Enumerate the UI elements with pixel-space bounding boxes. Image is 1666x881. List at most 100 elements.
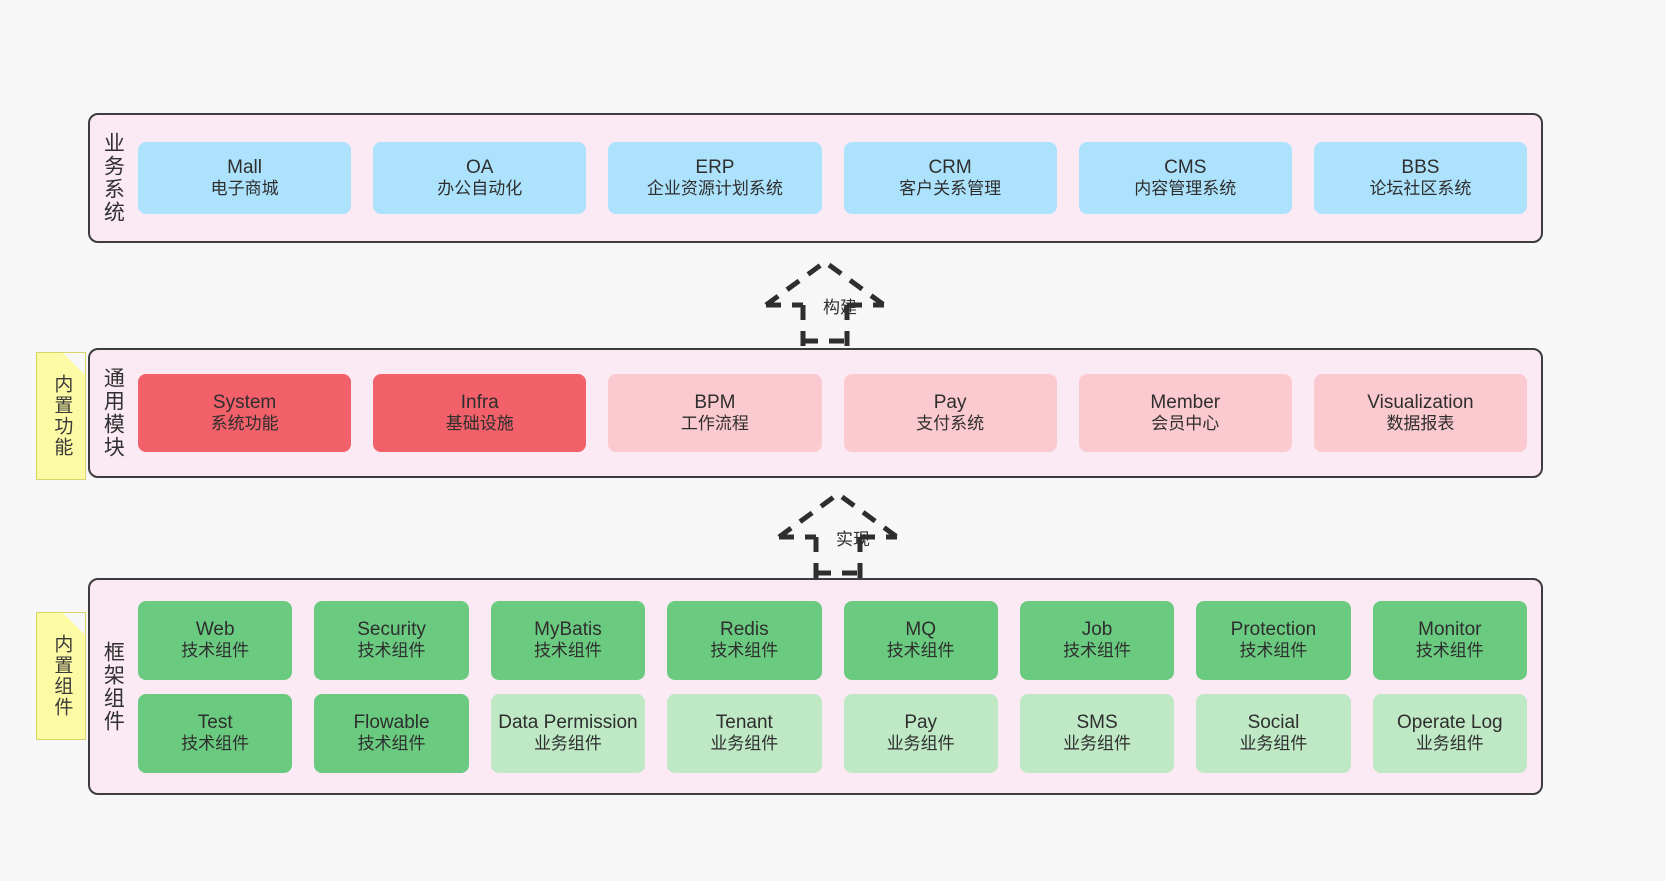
card-title: CMS xyxy=(1164,157,1207,179)
card-title: Redis xyxy=(720,619,769,641)
card-subtitle: 业务组件 xyxy=(886,734,955,754)
generalization-arrow-icon xyxy=(777,490,899,579)
card-subtitle: 业务组件 xyxy=(533,734,602,754)
layer-body-common-module: System 系统功能 Infra 基础设施 BPM 工作流程 Pay 支付系统… xyxy=(134,350,1541,476)
card-subtitle: 技术组件 xyxy=(1415,641,1484,661)
card-title: MQ xyxy=(905,619,936,641)
card-infra[interactable]: Infra 基础设施 xyxy=(373,374,587,452)
card-web[interactable]: Web 技术组件 xyxy=(138,600,293,680)
card-subtitle: 技术组件 xyxy=(1063,641,1132,661)
card-flowable[interactable]: Flowable 技术组件 xyxy=(314,693,469,773)
card-subtitle: 技术组件 xyxy=(357,641,426,661)
card-system[interactable]: System 系统功能 xyxy=(138,374,352,452)
card-title: Pay xyxy=(933,392,967,414)
layer-title-common-module: 通用模块 xyxy=(101,367,125,459)
card-subtitle: 业务组件 xyxy=(1063,734,1132,754)
note-builtin-component: 内置组件 xyxy=(36,612,86,740)
card-subtitle: 论坛社区系统 xyxy=(1369,179,1472,199)
layer-title-framework-component: 框架组件 xyxy=(101,640,125,733)
card-subtitle: 业务组件 xyxy=(1415,734,1484,754)
card-subtitle: 客户关系管理 xyxy=(899,179,1002,199)
card-row: Test 技术组件 Flowable 技术组件 Data Permission … xyxy=(138,693,1527,773)
note-builtin-function: 内置功能 xyxy=(36,352,86,480)
card-row: System 系统功能 Infra 基础设施 BPM 工作流程 Pay 支付系统… xyxy=(138,374,1528,452)
card-crm[interactable]: CRM 客户关系管理 xyxy=(843,142,1057,214)
card-title: OA xyxy=(466,157,494,179)
generalization-arrow-icon xyxy=(764,258,886,347)
card-subtitle: 技术组件 xyxy=(181,734,250,754)
card-title: Tenant xyxy=(715,712,773,734)
card-visualization[interactable]: Visualization 数据报表 xyxy=(1313,374,1528,452)
card-operate-log[interactable]: Operate Log 业务组件 xyxy=(1372,693,1527,773)
card-mybatis[interactable]: MyBatis 技术组件 xyxy=(490,600,646,680)
note-label: 内置功能 xyxy=(51,374,73,458)
card-security[interactable]: Security 技术组件 xyxy=(314,600,469,680)
layer-body-framework-component: Web 技术组件 Security 技术组件 MyBatis 技术组件 Redi… xyxy=(134,580,1541,793)
card-mall[interactable]: Mall 电子商城 xyxy=(138,142,352,214)
card-subtitle: 基础设施 xyxy=(445,414,514,434)
card-bpm[interactable]: BPM 工作流程 xyxy=(608,374,822,452)
card-data-permission[interactable]: Data Permission 业务组件 xyxy=(490,693,646,773)
card-title: Member xyxy=(1150,392,1221,414)
card-subtitle: 工作流程 xyxy=(680,414,749,434)
card-title: BBS xyxy=(1401,157,1440,179)
card-title: Job xyxy=(1081,619,1113,641)
card-title: Visualization xyxy=(1367,392,1474,414)
layer-common-module: 通用模块 System 系统功能 Infra 基础设施 BPM 工作流程 Pay xyxy=(88,348,1543,478)
card-row: Mall 电子商城 OA 办公自动化 ERP 企业资源计划系统 CRM 客户关系… xyxy=(138,142,1528,214)
card-oa[interactable]: OA 办公自动化 xyxy=(373,142,587,214)
card-title: SMS xyxy=(1076,712,1118,734)
card-erp[interactable]: ERP 企业资源计划系统 xyxy=(608,142,822,214)
card-subtitle: 技术组件 xyxy=(1239,641,1308,661)
card-title: Infra xyxy=(460,392,499,414)
card-subtitle: 支付系统 xyxy=(916,414,985,434)
card-pay-component[interactable]: Pay 业务组件 xyxy=(843,693,998,773)
card-title: Pay xyxy=(904,712,938,734)
card-cms[interactable]: CMS 内容管理系统 xyxy=(1078,142,1292,214)
layer-framework-component: 框架组件 Web 技术组件 Security 技术组件 MyBatis 技术组件… xyxy=(88,578,1543,795)
card-protection[interactable]: Protection 技术组件 xyxy=(1196,600,1351,680)
card-test[interactable]: Test 技术组件 xyxy=(138,693,293,773)
card-subtitle: 技术组件 xyxy=(533,641,602,661)
card-subtitle: 业务组件 xyxy=(1239,734,1308,754)
card-subtitle: 技术组件 xyxy=(886,641,955,661)
card-subtitle: 业务组件 xyxy=(710,734,779,754)
card-subtitle: 内容管理系统 xyxy=(1134,179,1237,199)
card-title: MyBatis xyxy=(534,619,602,641)
card-title: Security xyxy=(357,619,426,641)
card-subtitle: 会员中心 xyxy=(1151,414,1220,434)
card-pay-module[interactable]: Pay 支付系统 xyxy=(843,374,1057,452)
card-subtitle: 电子商城 xyxy=(210,179,279,199)
card-title: Data Permission xyxy=(498,712,638,734)
layer-title-business-system: 业务系统 xyxy=(101,132,125,224)
card-sms[interactable]: SMS 业务组件 xyxy=(1019,693,1175,773)
card-subtitle: 技术组件 xyxy=(181,641,250,661)
card-title: Mall xyxy=(227,157,262,179)
card-title: Social xyxy=(1247,712,1300,734)
card-title: System xyxy=(212,392,277,414)
note-label: 内置组件 xyxy=(51,634,73,718)
card-title: Web xyxy=(195,619,235,641)
card-member[interactable]: Member 会员中心 xyxy=(1078,374,1292,452)
card-social[interactable]: Social 业务组件 xyxy=(1196,693,1351,773)
card-title: CRM xyxy=(928,157,972,179)
card-job[interactable]: Job 技术组件 xyxy=(1019,600,1175,680)
layer-business-system: 业务系统 Mall 电子商城 OA 办公自动化 ERP 企业资源计划系统 CRM xyxy=(88,113,1543,243)
card-subtitle: 数据报表 xyxy=(1386,414,1455,434)
card-redis[interactable]: Redis 技术组件 xyxy=(667,600,822,680)
connector-build: 构建 xyxy=(755,255,925,347)
card-title: Monitor xyxy=(1418,619,1482,641)
card-subtitle: 技术组件 xyxy=(710,641,779,661)
card-title: Protection xyxy=(1230,619,1317,641)
card-row: Web 技术组件 Security 技术组件 MyBatis 技术组件 Redi… xyxy=(138,600,1527,680)
card-monitor[interactable]: Monitor 技术组件 xyxy=(1372,600,1527,680)
layer-body-business-system: Mall 电子商城 OA 办公自动化 ERP 企业资源计划系统 CRM 客户关系… xyxy=(134,115,1541,241)
card-title: Test xyxy=(197,712,233,734)
card-bbs[interactable]: BBS 论坛社区系统 xyxy=(1313,142,1528,214)
card-title: ERP xyxy=(695,157,735,179)
card-mq[interactable]: MQ 技术组件 xyxy=(843,600,998,680)
card-title: BPM xyxy=(694,392,736,414)
card-subtitle: 系统功能 xyxy=(210,414,279,434)
card-tenant[interactable]: Tenant 业务组件 xyxy=(667,693,822,773)
card-subtitle: 企业资源计划系统 xyxy=(646,179,783,199)
